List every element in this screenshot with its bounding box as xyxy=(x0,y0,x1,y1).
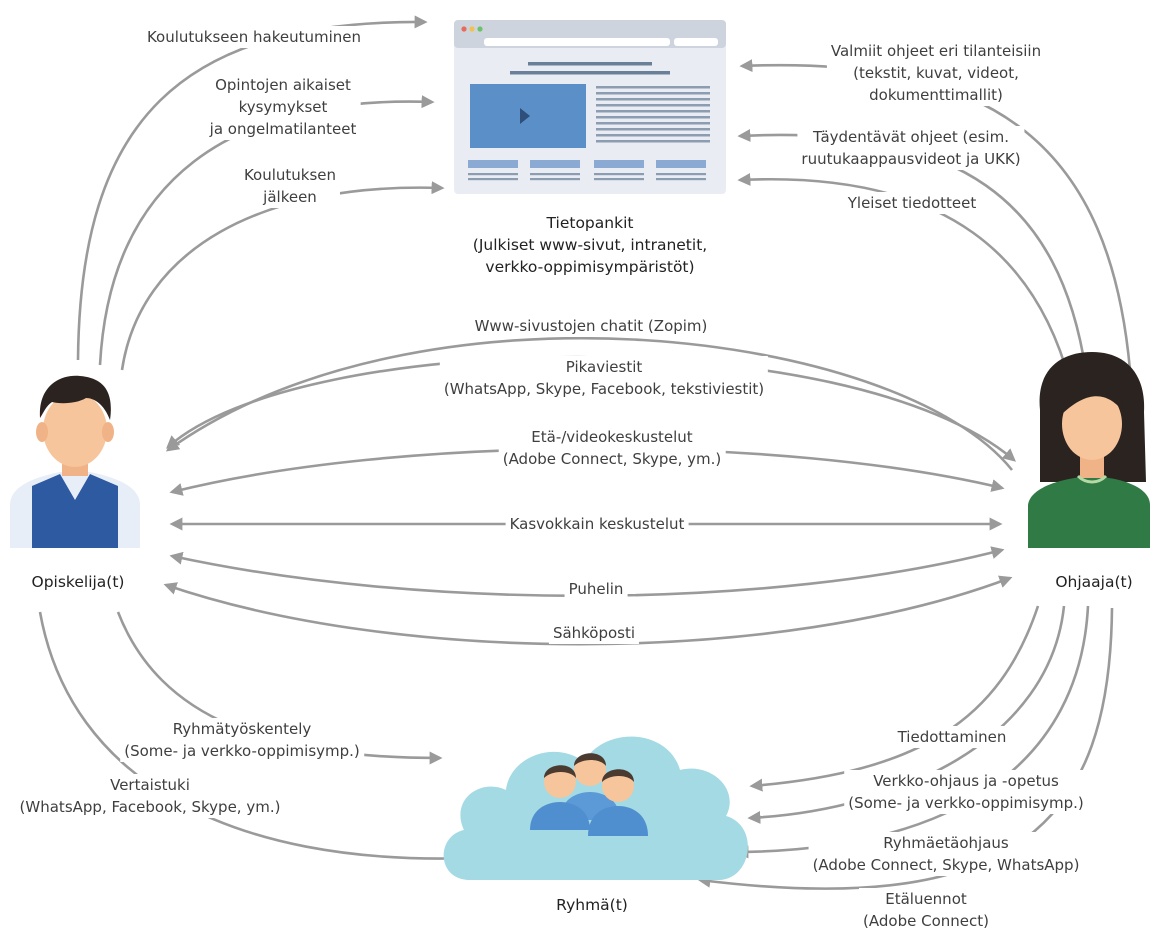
student-label: Opiskelija(t) xyxy=(27,571,129,593)
label-application: Koulutukseen hakeutuminen xyxy=(142,26,366,48)
label-video: Etä-/videokeskustelut (Adobe Connect, Sk… xyxy=(498,426,726,470)
label-email: Sähköposti xyxy=(548,622,640,644)
label-peer-1: Vertaistuki xyxy=(110,776,190,794)
label-announcements: Yleiset tiedotteet xyxy=(843,192,981,214)
label-online-1: Verkko-ohjaus ja -opetus xyxy=(873,772,1059,790)
arrow-ready-guides xyxy=(739,59,1132,371)
label-informing: Tiedottaminen xyxy=(893,726,1011,748)
label-lectures-2: (Adobe Connect) xyxy=(863,912,989,930)
label-peer-2: (WhatsApp, Facebook, Skype, ym.) xyxy=(19,798,281,816)
label-online-2: (Some- ja verkko-oppimisymp.) xyxy=(848,794,1084,812)
label-groupwork-1: Ryhmätyöskentely xyxy=(172,720,312,738)
label-peer: Vertaistuki (WhatsApp, Facebook, Skype, … xyxy=(15,774,285,818)
label-after-2: jälkeen xyxy=(263,188,317,206)
advisor-avatar-icon xyxy=(1028,352,1150,548)
label-instant-1: Pikaviestit xyxy=(565,358,643,376)
label-during-studies-2: kysymykset xyxy=(238,98,328,116)
label-during-studies-1: Opintojen aikaiset xyxy=(215,76,351,94)
label-instant: Pikaviestit (WhatsApp, Skype, Facebook, … xyxy=(439,356,769,400)
label-ready-guides: Valmiit ohjeet eri tilanteisiin (tekstit… xyxy=(826,40,1046,106)
group-cloud-icon xyxy=(443,736,748,880)
arrow-online xyxy=(747,605,1066,824)
label-ready-guides-2: (tekstit, kuvat, videot, xyxy=(853,64,1019,82)
group-label: Ryhmä(t) xyxy=(552,894,632,916)
label-after-1: Koulutuksen xyxy=(243,166,337,184)
label-ready-guides-1: Valmiit ohjeet eri tilanteisiin xyxy=(830,42,1042,60)
label-group-remote-1: Ryhmäetäohjaus xyxy=(883,834,1009,852)
browser-window-icon xyxy=(454,20,726,194)
label-during-studies-3: ja ongelmatilanteet xyxy=(209,120,357,138)
label-group-remote: Ryhmäetäohjaus (Adobe Connect, Skype, Wh… xyxy=(808,832,1084,876)
databank-title: Tietopankit xyxy=(546,214,634,232)
databank-subtitle-1: (Julkiset www-sivut, intranetit, xyxy=(472,236,708,254)
label-video-2: (Adobe Connect, Skype, ym.) xyxy=(502,450,722,468)
databank-subtitle-2: verkko-oppimisympäristöt) xyxy=(485,258,695,276)
label-lectures: Etäluennot (Adobe Connect) xyxy=(859,888,993,932)
label-face: Kasvokkain keskustelut xyxy=(505,513,689,535)
advisor-label: Ohjaaja(t) xyxy=(1051,571,1137,593)
label-chat: Www-sivustojen chatit (Zopim) xyxy=(470,315,712,337)
label-after: Koulutuksen jälkeen xyxy=(239,164,341,208)
label-supplementary: Täydentävät ohjeet (esim. ruutukaappausv… xyxy=(797,126,1025,170)
arrow-after xyxy=(120,181,445,371)
label-lectures-1: Etäluennot xyxy=(885,890,967,908)
databank-label: Tietopankit (Julkiset www-sivut, intrane… xyxy=(468,212,712,278)
student-avatar-icon xyxy=(10,375,140,548)
arrow-during-studies xyxy=(98,95,435,366)
label-video-1: Etä-/videokeskustelut xyxy=(531,428,693,446)
label-during-studies: Opintojen aikaiset kysymykset ja ongelma… xyxy=(205,74,361,140)
label-instant-2: (WhatsApp, Skype, Facebook, tekstiviesti… xyxy=(443,380,765,398)
label-phone: Puhelin xyxy=(564,578,628,600)
arrow-chat xyxy=(165,336,1014,471)
arrow-informing xyxy=(749,605,1040,792)
label-online: Verkko-ohjaus ja -opetus (Some- ja verkk… xyxy=(844,770,1088,814)
arrow-supplementary xyxy=(737,128,1088,373)
label-supplementary-2: ruutukaappausvideot ja UKK) xyxy=(801,150,1021,168)
arrow-announcements xyxy=(737,173,1074,391)
arrow-email xyxy=(163,575,1013,646)
label-group-remote-2: (Adobe Connect, Skype, WhatsApp) xyxy=(812,856,1080,874)
label-ready-guides-3: dokumenttimallit) xyxy=(869,86,1003,104)
label-groupwork: Ryhmätyöskentely (Some- ja verkko-oppimi… xyxy=(120,718,364,762)
label-groupwork-2: (Some- ja verkko-oppimisymp.) xyxy=(124,742,360,760)
label-supplementary-1: Täydentävät ohjeet (esim. xyxy=(813,128,1009,146)
